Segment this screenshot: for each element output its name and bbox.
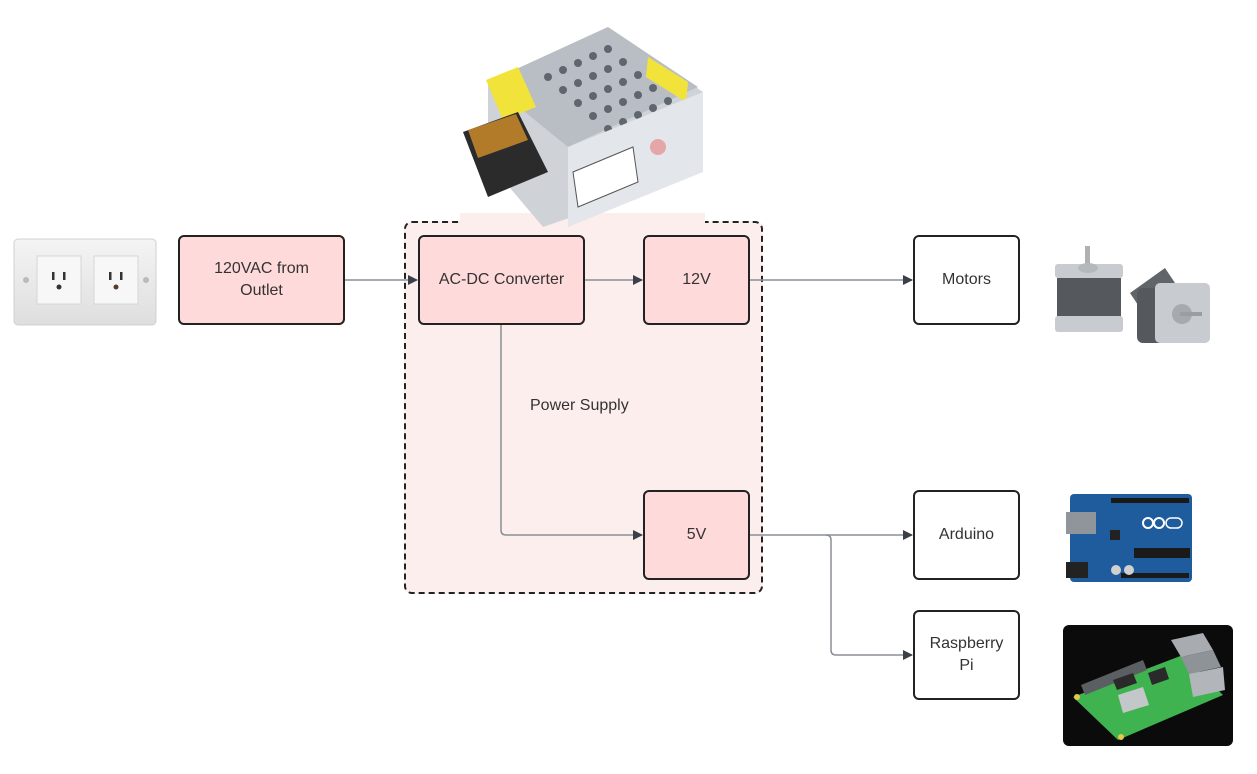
power-supply-unit-image	[463, 27, 703, 227]
node-label: Raspberry Pi	[929, 635, 1004, 674]
node-120vac-outlet[interactable]: 120VAC from Outlet	[178, 235, 345, 325]
stepper-motors-image	[1055, 246, 1210, 343]
node-label: 120VAC from Outlet	[214, 260, 309, 299]
node-label: 12V	[682, 271, 711, 288]
arduino-uno-image	[1066, 494, 1192, 582]
node-label: 5V	[686, 526, 707, 543]
node-motors[interactable]: Motors	[913, 235, 1020, 325]
node-ac-dc-converter[interactable]: AC-DC Converter	[418, 235, 585, 325]
node-label: Motors	[942, 271, 991, 288]
edge-5v-to-raspberry-pi	[825, 534, 913, 660]
node-raspberry-pi[interactable]: Raspberry Pi	[913, 610, 1020, 700]
node-arduino[interactable]: Arduino	[913, 490, 1020, 580]
raspberry-pi-image	[1063, 625, 1233, 746]
node-5v[interactable]: 5V	[643, 490, 750, 580]
node-12v[interactable]: 12V	[643, 235, 750, 325]
wall-outlet-image	[13, 238, 157, 326]
node-label: Arduino	[938, 526, 995, 543]
power-supply-group-label: Power Supply	[530, 397, 629, 414]
node-label: AC-DC Converter	[438, 271, 565, 288]
edge-converter-to-5v	[500, 325, 643, 540]
